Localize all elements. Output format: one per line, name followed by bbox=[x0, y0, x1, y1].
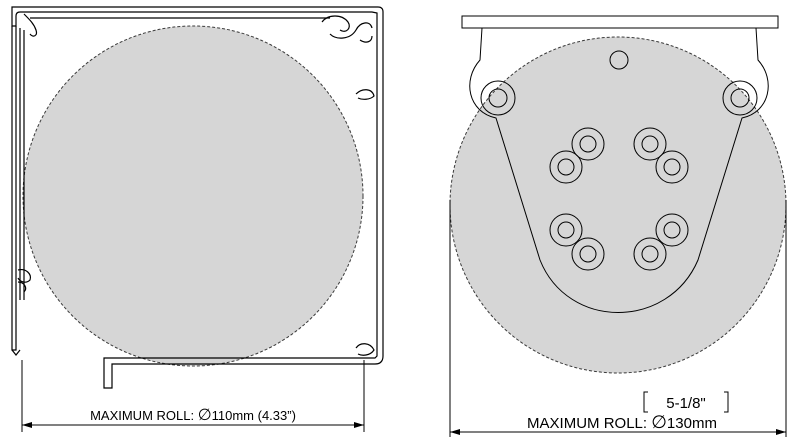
roller-hole-pair-lower-right bbox=[633, 213, 689, 271]
left-dimension-arrow-right bbox=[354, 422, 364, 428]
right-dimension-prefix: MAXIMUM ROLL: bbox=[527, 415, 651, 432]
right-dimension-label: MAXIMUM ROLL: ∅130mm bbox=[527, 412, 717, 432]
bracket-top-plate bbox=[461, 15, 779, 29]
right-imperial-value: 5-1/8" bbox=[666, 395, 706, 412]
imperial-bracket-right bbox=[724, 391, 729, 413]
roller-hole-pair-upper-right bbox=[633, 127, 689, 184]
right-max-roll-circle bbox=[449, 36, 787, 374]
imperial-bracket-left bbox=[643, 391, 648, 413]
right-dimension: 5-1/8" MAXIMUM ROLL: ∅130mm bbox=[449, 200, 787, 437]
left-dimension-label: MAXIMUM ROLL: ∅110mm (4.33”) bbox=[90, 407, 296, 424]
left-mounting-hole bbox=[480, 80, 516, 116]
roller-hole-pair-upper-left bbox=[549, 127, 605, 184]
left-headbox-profile bbox=[11, 6, 384, 389]
left-diagram: MAXIMUM ROLL: ∅110mm (4.33”) bbox=[11, 6, 384, 432]
right-dimension-value: 130mm bbox=[667, 415, 717, 432]
right-mounting-hole bbox=[722, 80, 758, 116]
left-diameter-symbol: ∅ bbox=[198, 407, 212, 424]
top-hole bbox=[609, 50, 629, 70]
right-dimension-arrow-right bbox=[776, 429, 786, 435]
left-dimension: MAXIMUM ROLL: ∅110mm (4.33”) bbox=[21, 360, 365, 432]
right-dimension-arrow-left bbox=[450, 429, 460, 435]
roller-hole-pair-lower-left bbox=[549, 213, 605, 271]
roller-holes bbox=[549, 127, 689, 271]
left-max-roll-circle bbox=[22, 25, 364, 367]
end-cap-plate bbox=[469, 27, 769, 313]
left-dimension-prefix: MAXIMUM ROLL: bbox=[90, 408, 198, 423]
left-dimension-value: 110mm (4.33”) bbox=[212, 408, 296, 423]
right-diameter-symbol: ∅ bbox=[651, 412, 667, 432]
left-dimension-arrow-left bbox=[22, 422, 32, 428]
right-diagram: 5-1/8" MAXIMUM ROLL: ∅130mm bbox=[449, 15, 787, 437]
